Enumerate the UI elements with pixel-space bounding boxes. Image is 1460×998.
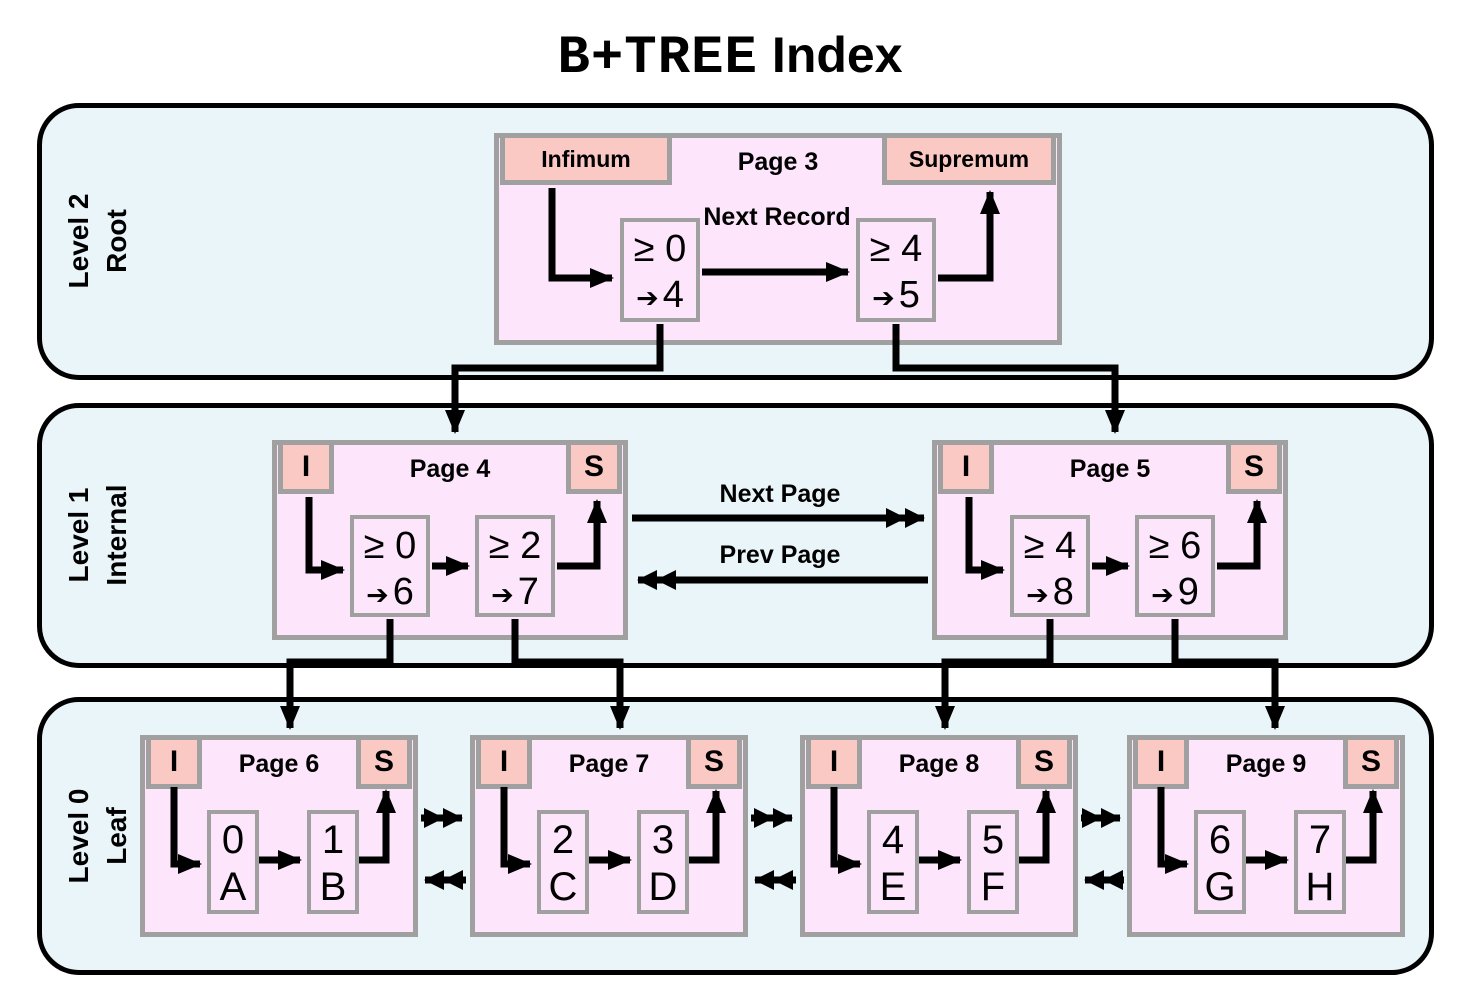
record-data: A bbox=[219, 865, 247, 909]
record: 3 D bbox=[637, 810, 689, 914]
supremum-header: S bbox=[566, 440, 622, 494]
record-data: F bbox=[980, 865, 1006, 909]
pointer-value: 9 bbox=[1177, 571, 1199, 613]
infimum-header: I bbox=[1133, 735, 1189, 789]
record-key: 4 bbox=[881, 818, 905, 862]
page-7-title: Page 7 bbox=[568, 750, 650, 778]
record-key: 5 bbox=[981, 818, 1005, 862]
supremum-header: Supremum bbox=[882, 133, 1056, 185]
record-key: ≥ 2 bbox=[488, 525, 542, 567]
record: 6 G bbox=[1194, 810, 1246, 914]
level-0-leaf-label: Level 0 Leaf bbox=[60, 746, 140, 926]
prev-page-label: Prev Page bbox=[719, 541, 841, 569]
page-9-title: Page 9 bbox=[1225, 750, 1307, 778]
record-key: 1 bbox=[321, 818, 345, 862]
page-6: I Page 6 S 0 A 1 B bbox=[140, 735, 418, 937]
record: ≥ 4 ➔5 bbox=[856, 218, 936, 322]
level-0-name: Level 0 bbox=[63, 788, 94, 884]
record-data: B bbox=[319, 865, 347, 909]
record-pointer: ➔9 bbox=[1139, 569, 1211, 618]
record-key: ≥ 4 bbox=[1023, 525, 1077, 567]
level-1-name: Level 1 bbox=[63, 487, 94, 583]
record-key: 0 bbox=[221, 818, 245, 862]
record: 7 H bbox=[1294, 810, 1346, 914]
level-1-internal-label: Level 1 Internal bbox=[60, 445, 140, 625]
page-5-title: Page 5 bbox=[1069, 455, 1151, 483]
record: ≥ 0 ➔4 bbox=[620, 218, 700, 322]
record-key: 2 bbox=[551, 818, 575, 862]
infimum-header: I bbox=[938, 440, 994, 494]
record-key: 7 bbox=[1308, 818, 1332, 862]
record-data: E bbox=[879, 865, 907, 909]
record-pointer: ➔7 bbox=[479, 569, 551, 618]
record-pointer: ➔5 bbox=[860, 272, 932, 321]
record-key: ≥ 0 bbox=[633, 228, 687, 270]
record-pointer: ➔4 bbox=[624, 272, 696, 321]
level-1-role: Internal bbox=[101, 484, 132, 586]
record: 2 C bbox=[537, 810, 589, 914]
pointer-value: 4 bbox=[662, 274, 684, 316]
diagram-title-sans: Index bbox=[771, 27, 903, 83]
record-pointer: ➔6 bbox=[354, 569, 426, 618]
infimum-header: I bbox=[806, 735, 862, 789]
infimum-header: I bbox=[146, 735, 202, 789]
pointer-value: 7 bbox=[517, 571, 539, 613]
pointer-arrow-icon: ➔ bbox=[366, 580, 389, 610]
infimum-header: I bbox=[278, 440, 334, 494]
supremum-header: S bbox=[686, 735, 742, 789]
diagram-title: B+TREE Index bbox=[0, 26, 1460, 90]
record: 0 A bbox=[207, 810, 259, 914]
record: ≥ 2 ➔7 bbox=[475, 515, 555, 617]
pointer-arrow-icon: ➔ bbox=[1151, 580, 1174, 610]
record: ≥ 4 ➔8 bbox=[1010, 515, 1090, 617]
page-8-title: Page 8 bbox=[898, 750, 980, 778]
next-page-label: Next Page bbox=[719, 480, 841, 508]
record-data: D bbox=[648, 865, 678, 909]
page-4: I Page 4 S ≥ 0 ➔6 ≥ 2 ➔7 bbox=[272, 440, 628, 640]
supremum-header: S bbox=[1016, 735, 1072, 789]
page-9: I Page 9 S 6 G 7 H bbox=[1127, 735, 1405, 937]
record: 1 B bbox=[307, 810, 359, 914]
record: 5 F bbox=[967, 810, 1019, 914]
record-key: 6 bbox=[1208, 818, 1232, 862]
record-key: ≥ 4 bbox=[869, 228, 923, 270]
level-2-role: Root bbox=[101, 209, 132, 273]
record-data: C bbox=[548, 865, 578, 909]
pointer-arrow-icon: ➔ bbox=[1026, 580, 1049, 610]
infimum-header: I bbox=[476, 735, 532, 789]
supremum-header: S bbox=[356, 735, 412, 789]
record: ≥ 0 ➔6 bbox=[350, 515, 430, 617]
supremum-header: S bbox=[1343, 735, 1399, 789]
page-5: I Page 5 S ≥ 4 ➔8 ≥ 6 ➔9 bbox=[932, 440, 1288, 640]
pointer-arrow-icon: ➔ bbox=[491, 580, 514, 610]
page-3-title: Page 3 bbox=[737, 148, 819, 176]
record-key: 3 bbox=[651, 818, 675, 862]
infimum-header: Infimum bbox=[500, 133, 672, 185]
record-key: ≥ 6 bbox=[1148, 525, 1202, 567]
page-8: I Page 8 S 4 E 5 F bbox=[800, 735, 1078, 937]
page-3: Infimum Page 3 Supremum ≥ 0 ➔4 ≥ 4 ➔5 bbox=[494, 133, 1062, 345]
level-2-root-label: Level 2 Root bbox=[60, 151, 140, 331]
record-data: G bbox=[1204, 865, 1236, 909]
page-7: I Page 7 S 2 C 3 D bbox=[470, 735, 748, 937]
level-0-role: Leaf bbox=[101, 807, 132, 865]
record: ≥ 6 ➔9 bbox=[1135, 515, 1215, 617]
page-6-title: Page 6 bbox=[238, 750, 320, 778]
supremum-header: S bbox=[1226, 440, 1282, 494]
pointer-value: 5 bbox=[898, 274, 920, 316]
next-record-label: Next Record bbox=[703, 203, 851, 231]
record: 4 E bbox=[867, 810, 919, 914]
record-data: H bbox=[1305, 865, 1335, 909]
pointer-arrow-icon: ➔ bbox=[636, 283, 659, 313]
diagram-title-mono: B+TREE bbox=[557, 28, 758, 89]
pointer-value: 6 bbox=[392, 571, 414, 613]
pointer-value: 8 bbox=[1052, 571, 1074, 613]
record-pointer: ➔8 bbox=[1014, 569, 1086, 618]
level-2-name: Level 2 bbox=[63, 193, 94, 289]
pointer-arrow-icon: ➔ bbox=[872, 283, 895, 313]
record-key: ≥ 0 bbox=[363, 525, 417, 567]
page-4-title: Page 4 bbox=[409, 455, 491, 483]
